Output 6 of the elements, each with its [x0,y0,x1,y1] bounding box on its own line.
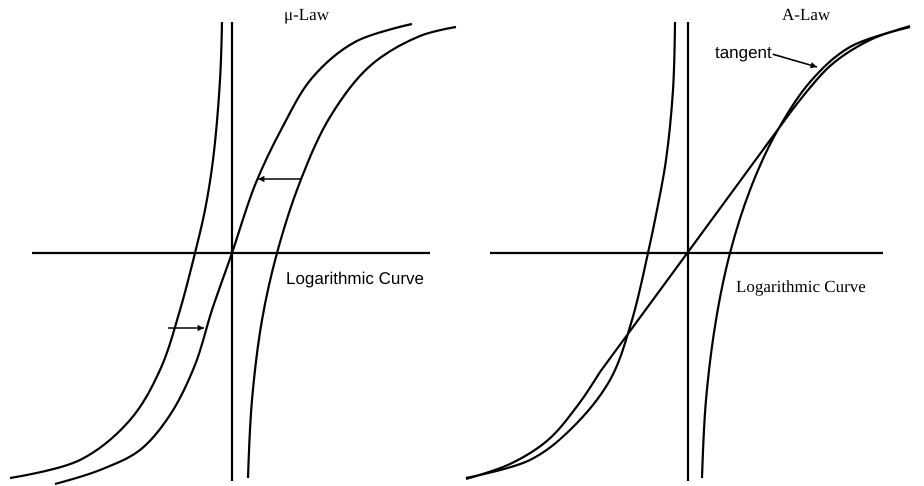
leader-line [772,53,818,68]
axis-label: μ-Law [284,6,329,23]
axis-label: Logarithmic Curve [736,278,866,295]
axis-label: Logarithmic Curve [286,270,424,287]
axis-label: A-Law [782,6,830,23]
callout-text: tangent [715,44,772,61]
